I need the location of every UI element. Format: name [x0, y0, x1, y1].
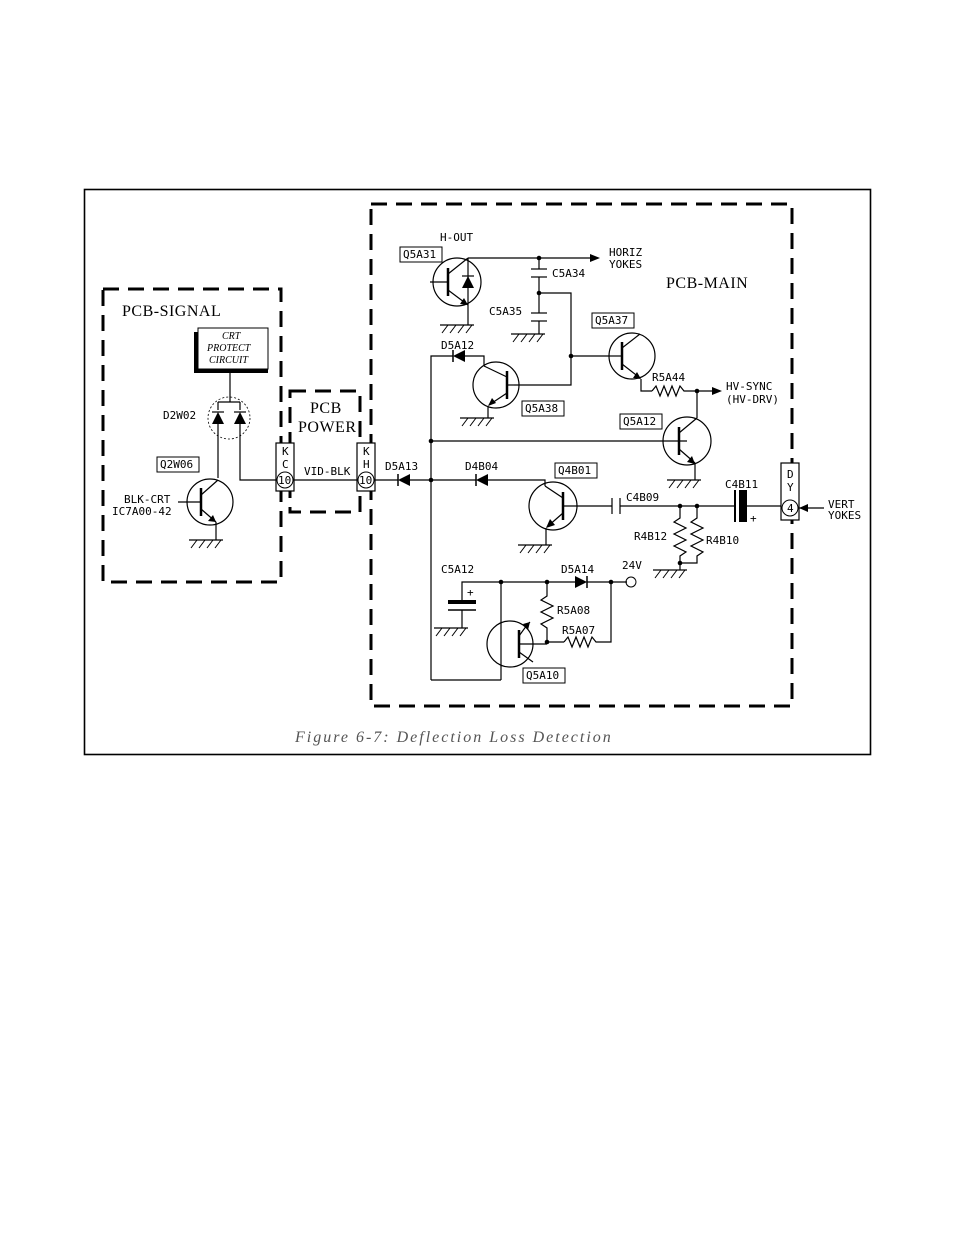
d2w02-diode-right [234, 412, 246, 424]
pcb-main-boundary [369, 202, 794, 708]
r5a08-label: R5A08 [557, 604, 590, 617]
q5a10-label: Q5A10 [526, 669, 559, 682]
q5a10-emitter-arrow [523, 622, 530, 630]
q4b01-label: Q4B01 [558, 464, 591, 477]
crt-protect-box [197, 327, 269, 370]
q5a38-transistor [472, 361, 520, 409]
vert-label: VERT [828, 498, 855, 511]
figure-frame [83, 188, 872, 756]
pcb-power-label-1: PCB [310, 400, 342, 417]
svg-text:K: K [282, 445, 289, 458]
c5a34-label: C5A34 [552, 267, 585, 280]
crt-protect-line-1: CRT [222, 331, 242, 342]
r5a44-resistor [651, 384, 697, 398]
q5a37-label: Q5A37 [595, 314, 628, 327]
v24-terminal [625, 576, 637, 588]
d4b04-diode [476, 474, 488, 486]
c4b09-label: C4B09 [626, 491, 659, 504]
vid-blk-label: VID-BLK [304, 465, 351, 478]
pcb-power-label-2: POWER [298, 419, 357, 436]
horiz-yokes-label: YOKES [609, 258, 642, 271]
d2w02-diode-left [212, 412, 224, 424]
svg-text:H: H [363, 458, 370, 471]
pcb-signal-label: PCB-SIGNAL [122, 303, 221, 320]
d5a12-label: D5A12 [441, 339, 474, 352]
d5a13-label: D5A13 [385, 460, 418, 473]
horiz-yokes-arrow [590, 254, 600, 262]
q5a31-label: Q5A31 [403, 248, 436, 261]
q5a38-label: Q5A38 [525, 402, 558, 415]
figure-caption: Figure 6-7: Deflection Loss Detection [294, 729, 613, 746]
blk-crt-label: BLK-CRT [124, 493, 171, 506]
r5a44-label: R5A44 [652, 371, 685, 384]
d5a13-diode [398, 474, 410, 486]
crt-protect-line-3: CIRCUIT [209, 355, 249, 366]
c5a12-label: C5A12 [441, 563, 474, 576]
r4b12-resistor [672, 506, 688, 563]
pcb-signal-boundary [101, 287, 283, 584]
svg-text:C: C [282, 458, 289, 471]
d5a12-diode [453, 350, 465, 362]
q5a12-transistor [662, 416, 712, 466]
q5a37-transistor [608, 332, 656, 380]
r5a07-resistor [563, 582, 612, 649]
kh-pin: 10 [359, 474, 372, 487]
r4b10-resistor [680, 506, 705, 564]
vert-yokes-arrow [799, 504, 808, 512]
svg-text:Y: Y [787, 481, 794, 494]
v24-label: 24V [622, 559, 642, 572]
d5a14-diode [575, 576, 587, 588]
vert-yokes-label: YOKES [828, 509, 861, 522]
svg-text:K: K [363, 445, 370, 458]
ic7a00-label: IC7A00-42 [112, 505, 172, 518]
svg-text:D: D [787, 468, 794, 481]
horiz-label: HORIZ [609, 246, 642, 259]
d2w02-label: D2W02 [163, 409, 196, 422]
r5a08-resistor [539, 582, 555, 642]
r4b12-label: R4B12 [634, 530, 667, 543]
q2w06-label: Q2W06 [160, 458, 193, 471]
d2w02-envelope [207, 396, 251, 440]
h-out-label: H-OUT [440, 231, 473, 244]
c4b11-plus: + [750, 512, 757, 525]
crt-protect-line-2: PROTECT [206, 343, 252, 354]
q5a12-label: Q5A12 [623, 415, 656, 428]
hv-sync-label: HV-SYNC [726, 380, 772, 393]
c4b11-label: C4B11 [725, 478, 758, 491]
kc-pin: 10 [278, 474, 291, 487]
c5a12-capacitor [448, 600, 476, 604]
hv-drv-label: (HV-DRV) [726, 393, 779, 406]
c4b11-capacitor [739, 490, 747, 522]
hv-sync-arrow [712, 387, 722, 395]
dy-pin: 4 [787, 502, 794, 515]
d5a14-label: D5A14 [561, 563, 594, 576]
d4b04-label: D4B04 [465, 460, 498, 473]
pcb-main-label: PCB-MAIN [666, 275, 748, 292]
r5a07-label: R5A07 [562, 624, 595, 637]
c5a35-label: C5A35 [489, 305, 522, 318]
c5a12-plus: + [467, 586, 474, 599]
r4b10-label: R4B10 [706, 534, 739, 547]
